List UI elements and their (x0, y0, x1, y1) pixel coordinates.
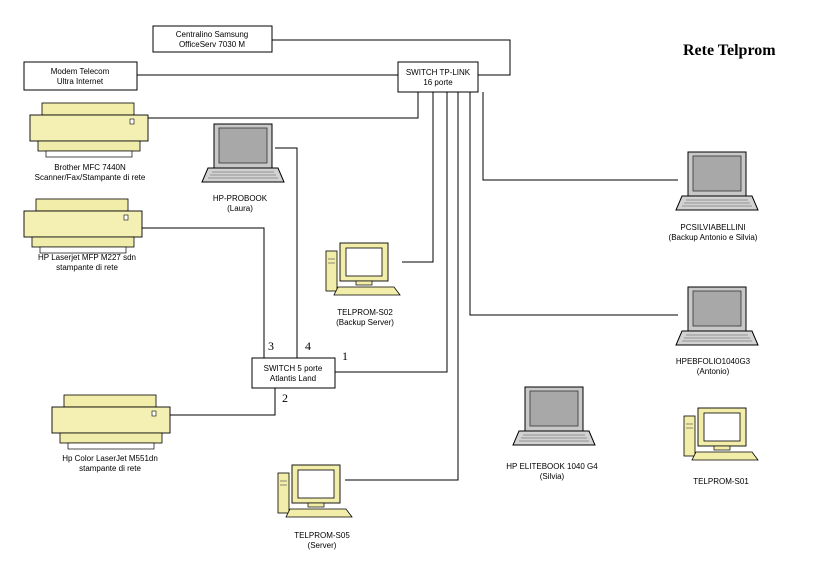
switch-tplink-box: SWITCH TP-LINK 16 porte (397, 61, 479, 93)
laptop-hp-probook-label-line2: (Laura) (227, 204, 253, 213)
laptop-hp-elitebook: HP ELITEBOOK 1040 G4 (Silvia) (506, 386, 598, 481)
modem-label-line2: Ultra Internet (57, 77, 104, 86)
centralino-label-line2: OfficeServ 7030 M (179, 40, 245, 49)
laptop-hpebfolio: HPEBFOLIO1040G3 (Antonio) (675, 286, 759, 376)
printer-brother: Brother MFC 7440N Scanner/Fax/Stampante … (29, 102, 149, 182)
printer-hp-laserjet: HP Laserjet MFP M227 sdn stampante di re… (23, 198, 143, 272)
printer-brother-icon (29, 102, 149, 158)
network-cables (134, 39, 678, 481)
printer-hp-laserjet-icon (23, 198, 143, 254)
laptop-hp-elitebook-icon (512, 386, 596, 446)
switch-atlantis-label-line2: Atlantis Land (270, 374, 316, 383)
laptop-hpebfolio-icon (675, 286, 759, 346)
laptop-hp-elitebook-label-line1: HP ELITEBOOK 1040 G4 (506, 462, 598, 471)
cable-switch-s02 (402, 92, 434, 263)
cable-switch-hpebfolio (469, 92, 678, 316)
laptop-pcsilvia-icon (675, 151, 759, 211)
desktop-telprom-s01: TELPROM-S01 (683, 407, 759, 486)
laptop-hp-probook-label-line1: HP-PROBOOK (213, 194, 268, 203)
printer-hp-color: Hp Color LaserJet M551dn stampante di re… (51, 394, 171, 473)
desktop-telprom-s05: TELPROM-S05 (Server) (277, 464, 353, 550)
cable-switch-pcsilvia (482, 92, 678, 181)
port-number-2: 2 (282, 391, 288, 405)
desktop-telprom-s01-label: TELPROM-S01 (693, 477, 749, 486)
diagram-title: Rete Telprom (683, 42, 776, 59)
switch-atlantis-label-line1: SWITCH 5 porte (264, 364, 323, 373)
desktop-telprom-s05-label-line1: TELPROM-S05 (294, 531, 350, 540)
desktop-telprom-s02-icon (325, 242, 401, 296)
cable-switch-smallswitch (335, 92, 448, 373)
modem-label-line1: Modem Telecom (51, 67, 110, 76)
desktop-telprom-s05-label-line2: (Server) (308, 541, 337, 550)
cable-laserjet-smallswitch (134, 227, 265, 358)
centralino-box: Centralino Samsung OfficeServ 7030 M (152, 25, 273, 53)
printer-hp-laserjet-label-line2: stampante di rete (56, 263, 118, 272)
laptop-hpebfolio-label-line1: HPEBFOLIO1040G3 (676, 357, 751, 366)
cable-brother-switch (145, 92, 419, 119)
printer-hp-color-icon (51, 394, 171, 450)
printer-hp-laserjet-label-line1: HP Laserjet MFP M227 sdn (38, 253, 136, 262)
laptop-pcsilvia-label-line1: PCSILVIABELLINI (680, 223, 745, 232)
laptop-hp-probook: HP-PROBOOK (Laura) (201, 123, 285, 213)
desktop-telprom-s02-label-line1: TELPROM-S02 (337, 308, 393, 317)
port-number-1: 1 (342, 349, 348, 363)
printer-brother-label-line1: Brother MFC 7440N (54, 163, 126, 172)
switch-tplink-label-line1: SWITCH TP-LINK (406, 68, 471, 77)
cable-switch-s05 (345, 92, 459, 481)
desktop-telprom-s02-label-line2: (Backup Server) (336, 318, 394, 327)
port-number-4: 4 (305, 339, 311, 353)
laptop-pcsilvia-label-line2: (Backup Antonio e Silvia) (669, 233, 758, 242)
printer-hp-color-label-line1: Hp Color LaserJet M551dn (62, 454, 158, 463)
laptop-pcsilvia: PCSILVIABELLINI (Backup Antonio e Silvia… (669, 151, 759, 242)
port-number-3: 3 (268, 339, 274, 353)
cable-hpcolor-smallswitch (165, 388, 276, 416)
switch-atlantis-box: SWITCH 5 porte Atlantis Land (251, 357, 336, 389)
cable-centralino-switch (272, 39, 511, 76)
switch-tplink-label-line2: 16 porte (423, 78, 453, 87)
laptop-hpebfolio-label-line2: (Antonio) (697, 367, 730, 376)
modem-box: Modem Telecom Ultra Internet (23, 61, 138, 91)
printer-hp-color-label-line2: stampante di rete (79, 464, 141, 473)
cable-probook-smallswitch (275, 147, 298, 358)
desktop-telprom-s05-icon (277, 464, 353, 518)
laptop-hp-elitebook-label-line2: (Silvia) (540, 472, 565, 481)
printer-brother-label-line2: Scanner/Fax/Stampante di rete (35, 173, 146, 182)
centralino-label-line1: Centralino Samsung (176, 30, 248, 39)
desktop-telprom-s02: TELPROM-S02 (Backup Server) (325, 242, 401, 327)
desktop-telprom-s01-icon (683, 407, 759, 461)
laptop-hp-probook-icon (201, 123, 285, 183)
